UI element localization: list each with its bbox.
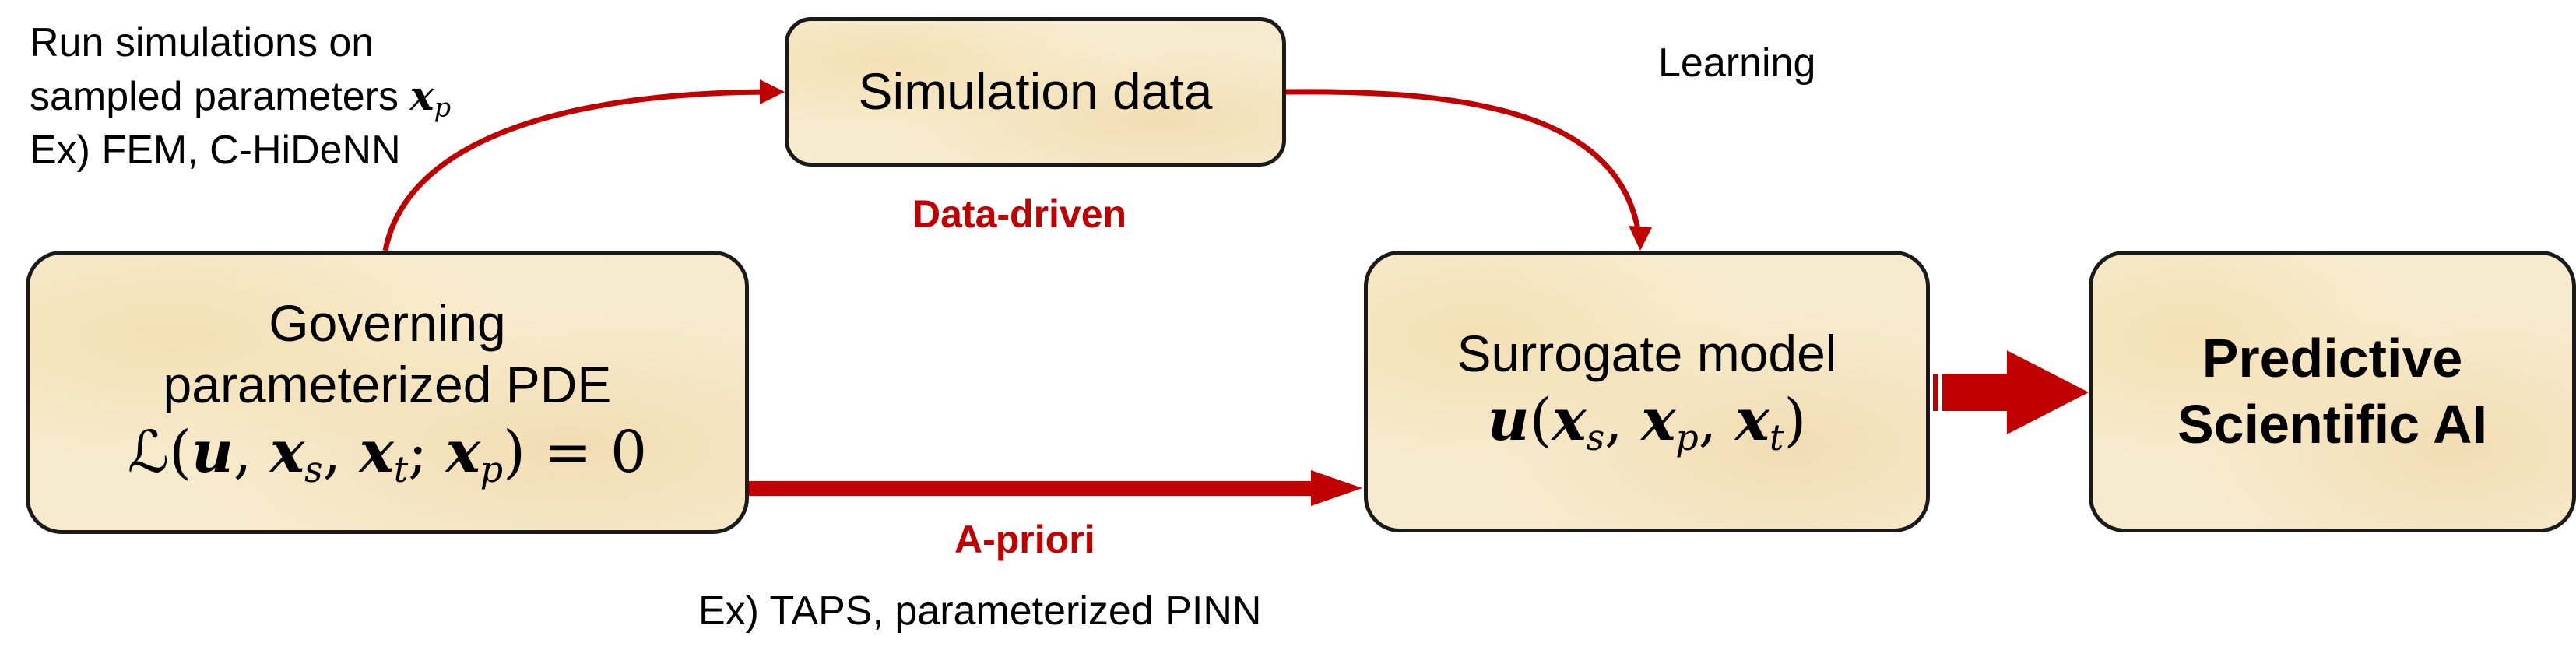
a-priori-examples-label: Ex) TAPS, parameterized PINN (698, 588, 1262, 634)
surrogate-model-box: Surrogate model u(xs, xp, xt) (1364, 251, 1930, 532)
arrow-surrogate-to-predictive (1942, 374, 2007, 411)
pde-title-line1: Governing (269, 294, 506, 353)
pde-equation: ℒ(u, xs, xt; xp) = 0 (127, 418, 648, 490)
data-driven-label: Data-driven (912, 192, 1127, 236)
a-priori-label: A-priori (954, 518, 1095, 561)
predictive-ai-box: Predictive Scientific AI (2089, 251, 2576, 532)
surrogate-title: Surrogate model (1457, 324, 1837, 382)
learning-label: Learning (1658, 40, 1816, 86)
arrowhead-simulation (760, 79, 785, 104)
simulate-annotation: Run simulations on sampled parameters xp… (30, 17, 451, 177)
predictive-line1: Predictive (2202, 327, 2463, 388)
simulate-line2: sampled parameters (30, 73, 399, 119)
pde-box: Governing parameterized PDE ℒ(u, xs, xt;… (26, 251, 749, 534)
arrow-surrogate-to-predictive-stripe (1933, 374, 1938, 411)
arrow-simulation-to-surrogate (1285, 89, 1642, 234)
arrowhead-surrogate-top (1629, 226, 1652, 251)
simulate-line3: Ex) FEM, C-HiDeNN (30, 127, 401, 173)
arrowhead-predictive (2007, 350, 2089, 434)
surrogate-equation: u(xs, xp, xt) (1487, 387, 1807, 458)
simulation-data-label: Simulation data (858, 62, 1213, 121)
pde-title-line2: parameterized PDE (163, 356, 612, 414)
simulation-data-box: Simulation data (785, 17, 1286, 167)
simulate-var: xp (409, 72, 452, 123)
arrowhead-surrogate-left (1311, 470, 1362, 506)
simulate-line1: Run simulations on (30, 20, 374, 65)
arrow-pde-to-simulation (382, 89, 768, 251)
predictive-line2: Scientific AI (2177, 394, 2488, 455)
arrow-pde-to-surrogate (749, 481, 1311, 496)
simulate-line2-row: sampled parameters xp (30, 70, 451, 125)
